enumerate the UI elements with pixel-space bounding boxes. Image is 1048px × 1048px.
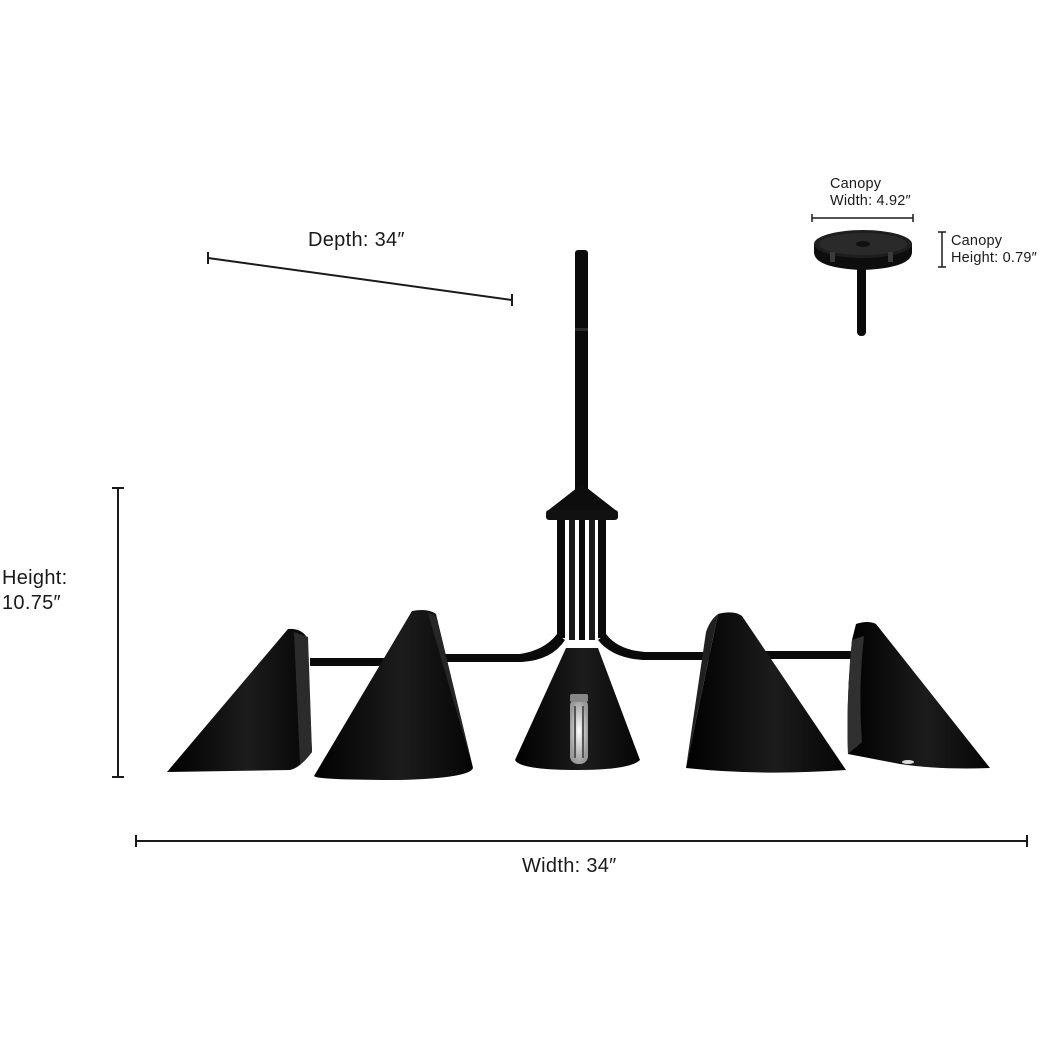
width-dimension-line <box>135 835 1028 847</box>
height-dimension-line <box>112 487 124 778</box>
canopy-width-label-line1: Canopy <box>830 176 882 192</box>
chandelier <box>167 250 990 780</box>
height-label-line2: 10.75″ <box>2 592 61 614</box>
depth-dimension-line <box>207 252 513 306</box>
canopy-width-label-line2: Width: 4.92″ <box>830 193 911 209</box>
canopy-height-label-line2: Height: 0.79″ <box>951 250 1037 266</box>
canopy-height-dimension-line <box>938 231 946 268</box>
depth-label: Depth: 34″ <box>308 229 405 251</box>
height-label-line1: Height: <box>2 567 68 589</box>
canopy-height-label-line1: Canopy <box>951 233 1003 249</box>
canopy-detail <box>814 230 912 336</box>
canopy-width-dimension-line <box>811 214 914 222</box>
width-label: Width: 34″ <box>522 855 617 877</box>
